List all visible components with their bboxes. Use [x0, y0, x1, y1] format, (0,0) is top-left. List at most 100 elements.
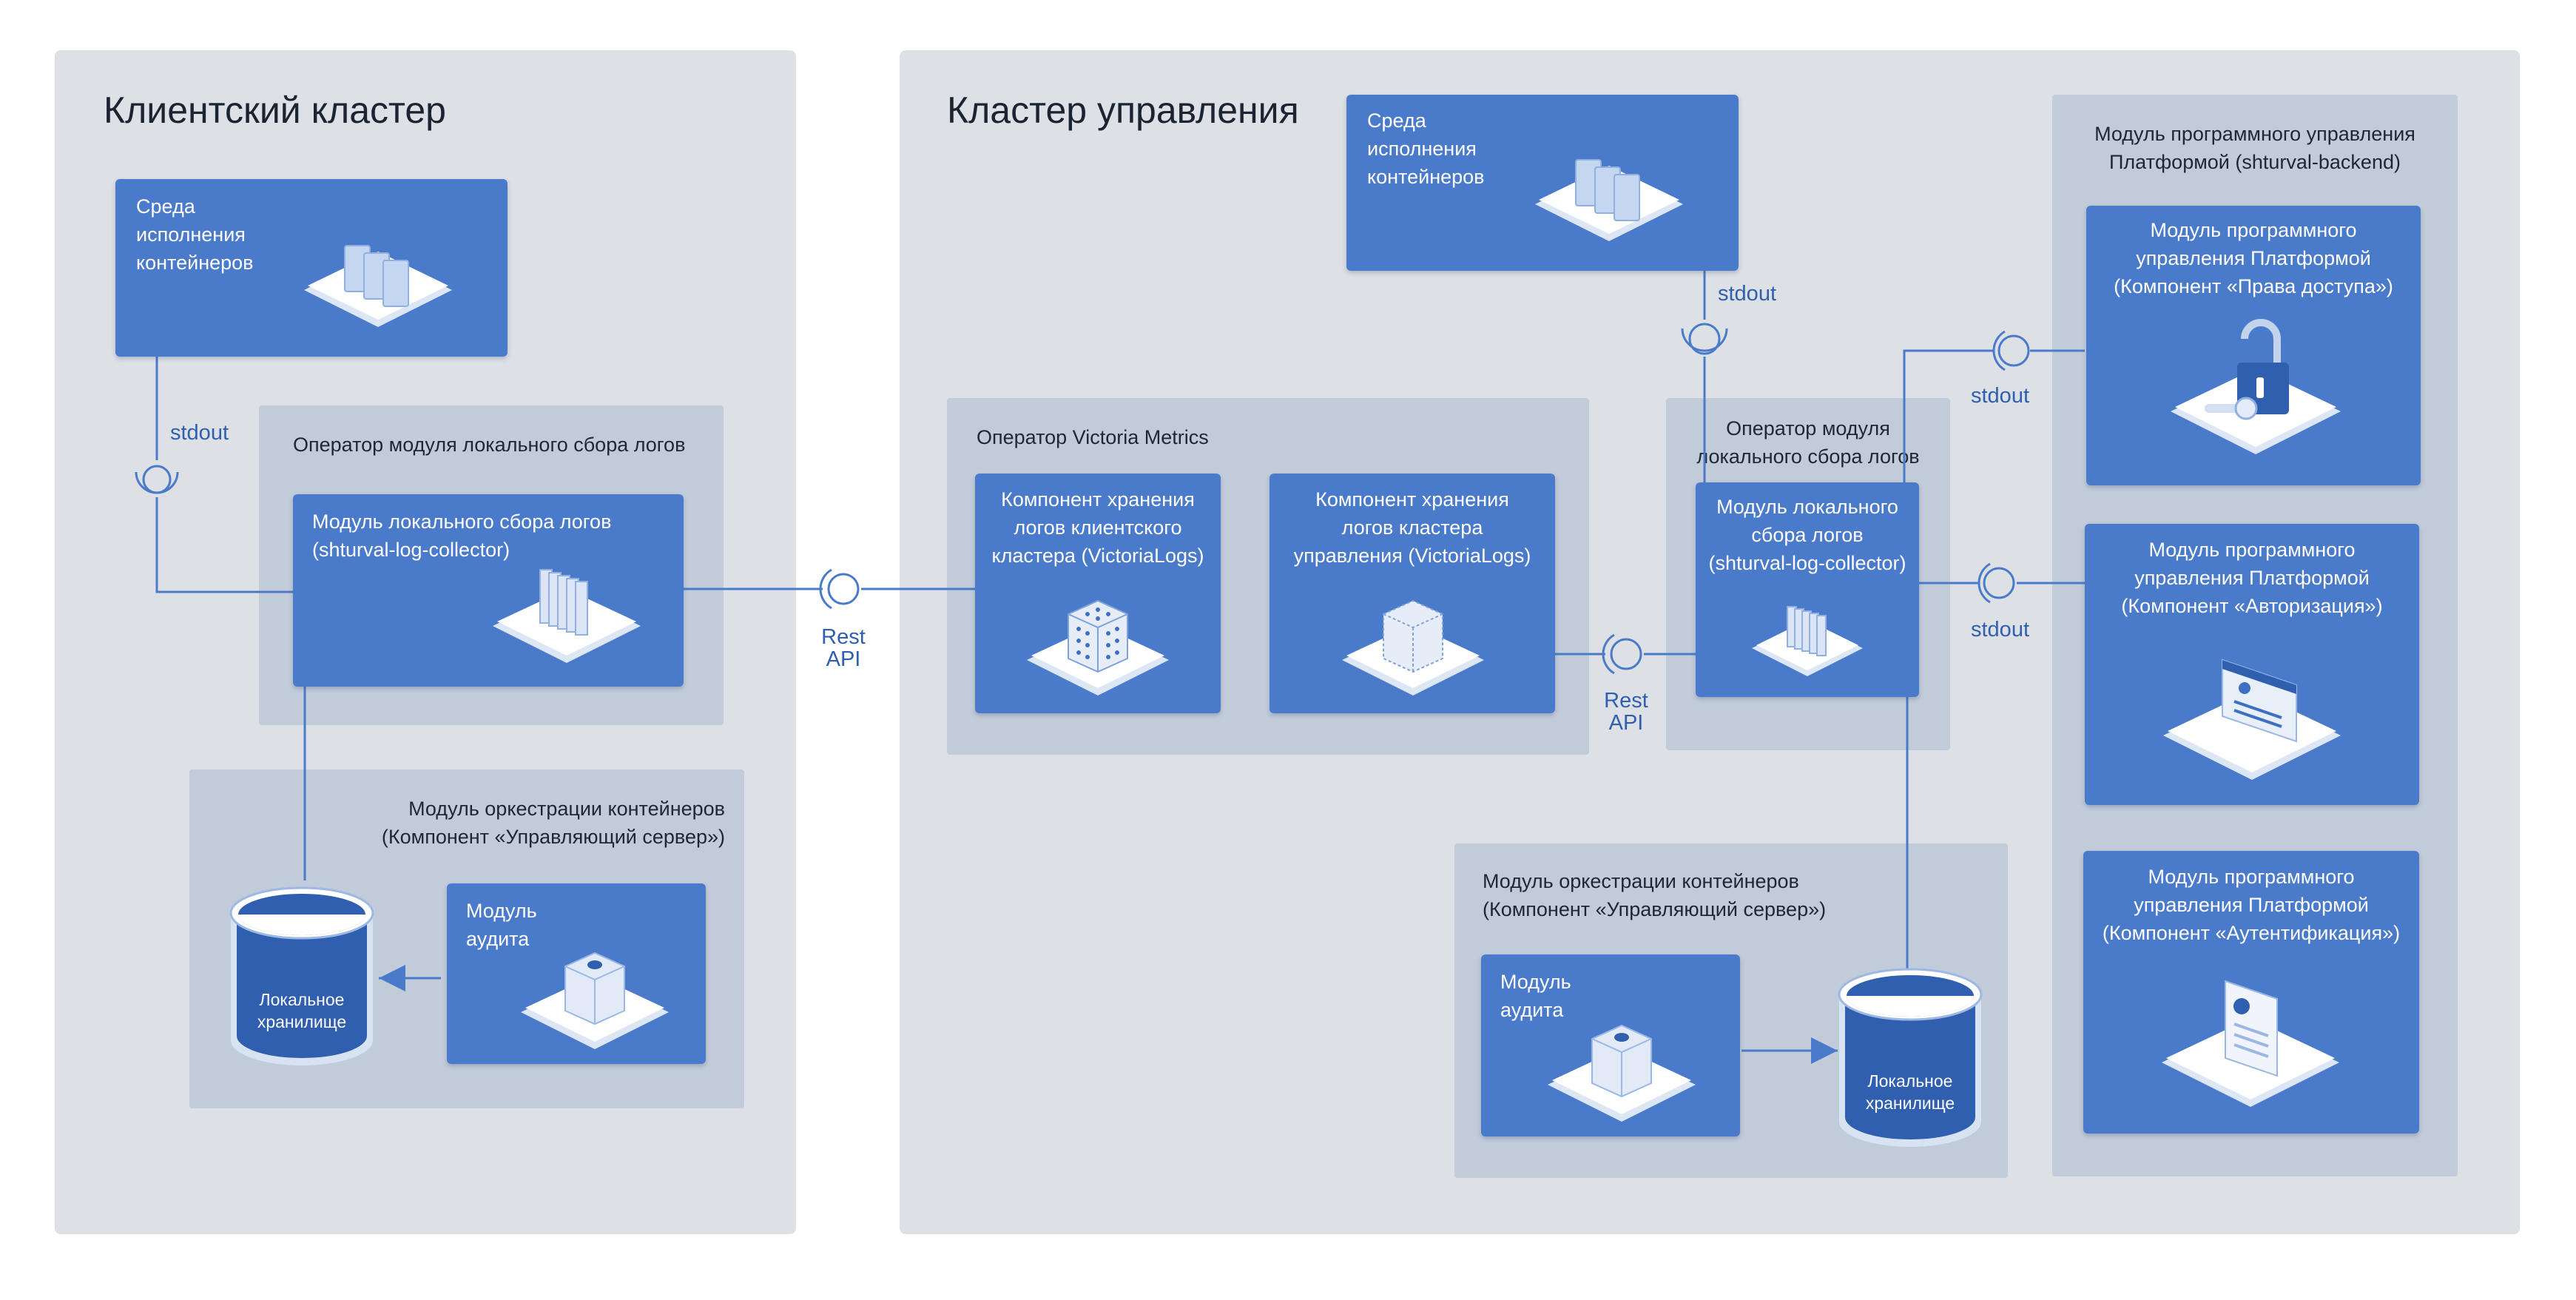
auth-window-icon — [2163, 659, 2341, 780]
client-stdout-socket — [135, 465, 179, 494]
mgmt-storage-line2: хранилище — [1865, 1094, 1955, 1113]
vm-client-storage-line3: кластера (VictoriaLogs) — [991, 545, 1204, 567]
authz-label: Модуль программного управления Платформо… — [2085, 536, 2419, 620]
mgmt-runtime-line2: исполнения — [1367, 138, 1477, 160]
client-storage-label: Локальное хранилище — [228, 989, 376, 1033]
rest-api-right-label: Rest API — [1596, 690, 1656, 734]
stdout-right-top-socket — [1992, 330, 2030, 371]
access-label: Модуль программного управления Платформо… — [2086, 216, 2421, 300]
client-collector-line1: Модуль локального сбора логов — [312, 511, 612, 533]
client-storage[interactable]: Локальное хранилище — [228, 885, 376, 1070]
mgmt-orchestration-group-label: Модуль оркестрации контейнеров (Компонен… — [1483, 867, 1826, 923]
vm-client-storage-box[interactable]: Компонент хранения логов клиентского кла… — [975, 474, 1221, 713]
mgmt-stdout-top-label: stdout — [1718, 282, 1776, 306]
stdout-collector-wire — [1903, 349, 1993, 482]
management-cluster-title: Кластер управления — [947, 90, 1299, 131]
authn-line1: Модуль программного — [2148, 866, 2355, 888]
authz-box[interactable]: Модуль программного управления Платформо… — [2085, 524, 2419, 805]
client-cluster-title: Клиентский кластер — [104, 90, 446, 131]
database-icon — [229, 886, 374, 1065]
vm-mgmt-storage-line2: логов кластера — [1341, 516, 1483, 539]
client-runtime-line2: исполнения — [136, 223, 246, 246]
mgmt-runtime-label: Среда исполнения контейнеров — [1367, 107, 1485, 191]
client-audit-box[interactable]: Модуль аудита — [447, 883, 706, 1064]
vm-client-storage-label: Компонент хранения логов клиентского кла… — [975, 485, 1221, 570]
authn-line3: (Компонент «Аутентификация») — [2102, 922, 2401, 944]
stdout-right-mid-socket — [1977, 562, 2015, 604]
backend-group-line1: Модуль программного управления — [2094, 123, 2415, 145]
mgmt-storage-label: Локальное хранилище — [1836, 1070, 1984, 1114]
client-runtime-line1: Среда — [136, 195, 195, 218]
vm-mgmt-storage-box[interactable]: Компонент хранения логов кластера управл… — [1270, 474, 1555, 713]
authz-line1: Модуль программного — [2148, 539, 2356, 561]
mgmt-runtime-box[interactable]: Среда исполнения контейнеров — [1346, 95, 1739, 271]
rest-api-left-label: Rest API — [814, 626, 873, 670]
client-stdout-wire-2 — [155, 497, 293, 593]
mgmt-storage-line1: Локальное — [1867, 1071, 1953, 1091]
mgmt-operator-line2: локального сбора логов — [1696, 445, 1920, 468]
mgmt-storage[interactable]: Локальное хранилище — [1836, 966, 1984, 1151]
vm-mgmt-storage-line1: Компонент хранения — [1315, 488, 1509, 511]
mgmt-audit-label: Модуль аудита — [1500, 968, 1571, 1024]
authn-box[interactable]: Модуль программного управления Платформо… — [2083, 851, 2419, 1134]
document-user-icon — [2162, 980, 2339, 1107]
storage-cube-icon — [1342, 599, 1484, 696]
access-line1: Модуль программного — [2150, 219, 2357, 241]
rest-api-right-line1: Rest — [1604, 689, 1648, 713]
container-runtime-icon — [1535, 159, 1683, 241]
mgmt-collector-line2: сбора логов — [1751, 524, 1864, 546]
audit-cube-icon — [1548, 1024, 1696, 1122]
client-collector-label: Модуль локального сбора логов (shturval-… — [312, 508, 611, 564]
mgmt-stdout-top-socket — [1681, 323, 1728, 355]
container-runtime-icon — [304, 245, 452, 327]
authn-line2: управления Платформой — [2134, 894, 2369, 916]
vm-client-storage-line2: логов клиентского — [1014, 516, 1182, 539]
mgmt-runtime-line1: Среда — [1367, 110, 1426, 132]
client-collector-box[interactable]: Модуль локального сбора логов (shturval-… — [293, 494, 684, 687]
client-audit-label: Модуль аудита — [466, 897, 537, 953]
access-box[interactable]: Модуль программного управления Платформо… — [2086, 206, 2421, 485]
database-icon — [1838, 968, 1983, 1147]
mgmt-audit-box[interactable]: Модуль аудита — [1481, 954, 1740, 1136]
client-runtime-box[interactable]: Среда исполнения контейнеров — [115, 179, 508, 357]
client-operator-group-label: Оператор модуля локального сбора логов — [293, 434, 686, 456]
stdout-right-top-label: stdout — [1971, 384, 2029, 408]
mgmt-audit-line1: Модуль — [1500, 971, 1571, 993]
client-orchestration-line1: Модуль оркестрации контейнеров — [408, 798, 725, 820]
mgmt-orchestration-line2: (Компонент «Управляющий сервер») — [1483, 898, 1827, 920]
mgmt-audit-line2: аудита — [1500, 999, 1564, 1021]
vm-mgmt-storage-line3: управления (VictoriaLogs) — [1293, 545, 1531, 567]
rest-api-left-socket — [819, 568, 860, 610]
client-audit-line1: Модуль — [466, 900, 537, 922]
rest-api-right-line2: API — [1608, 711, 1644, 735]
vm-operator-group-label: Оператор Victoria Metrics — [977, 426, 1209, 448]
client-runtime-line3: контейнеров — [136, 252, 254, 274]
stdout-right-mid-label: stdout — [1971, 618, 2029, 641]
client-audit-line2: аудита — [466, 928, 530, 950]
mgmt-collector-line3: (shturval-log-collector) — [1708, 552, 1906, 574]
authz-line3: (Компонент «Авторизация») — [2121, 595, 2383, 617]
backend-group-label: Модуль программного управления Платформо… — [2052, 120, 2458, 176]
mgmt-collector-box[interactable]: Модуль локального сбора логов (shturval-… — [1696, 482, 1919, 697]
vm-client-storage-line1: Компонент хранения — [1001, 488, 1195, 511]
rest-api-left-line2: API — [826, 647, 861, 671]
rest-api-left-line1: Rest — [821, 625, 866, 649]
mgmt-orchestration-line1: Модуль оркестрации контейнеров — [1483, 870, 1799, 892]
audit-cube-icon — [521, 952, 669, 1049]
storage-cube-icon — [1027, 599, 1169, 696]
client-runtime-label: Среда исполнения контейнеров — [136, 192, 254, 277]
access-line3: (Компонент «Права доступа») — [2114, 275, 2393, 297]
client-storage-line1: Локальное — [259, 990, 345, 1009]
mgmt-operator-line1: Оператор модуля — [1726, 417, 1890, 439]
mgmt-collector-label: Модуль локального сбора логов (shturval-… — [1696, 493, 1919, 577]
mgmt-collector-line1: Модуль локального — [1716, 496, 1898, 518]
log-collector-icon — [493, 569, 641, 663]
mgmt-operator-group-label: Оператор модуля локального сбора логов — [1666, 414, 1950, 471]
access-line2: управления Платформой — [2136, 247, 2371, 269]
authz-line2: управления Платформой — [2134, 567, 2370, 589]
mgmt-runtime-line3: контейнеров — [1367, 166, 1485, 188]
client-orchestration-line2: (Компонент «Управляющий сервер») — [381, 826, 725, 848]
authn-label: Модуль программного управления Платформо… — [2083, 863, 2419, 947]
vm-mgmt-storage-label: Компонент хранения логов кластера управл… — [1270, 485, 1555, 570]
